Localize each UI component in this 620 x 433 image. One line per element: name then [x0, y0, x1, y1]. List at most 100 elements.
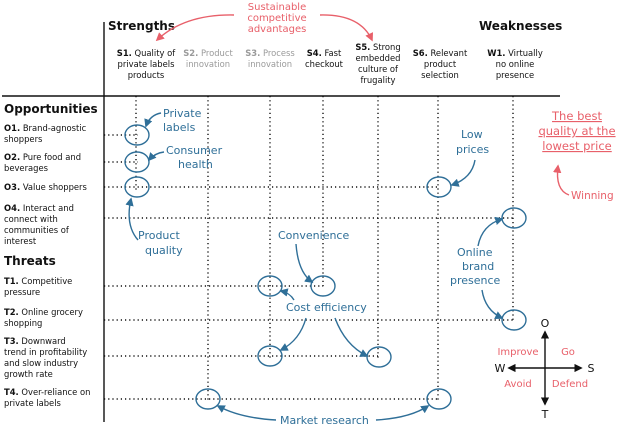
label-low-prices-2: prices: [456, 143, 489, 156]
row-t3: T3. Downward: [4, 336, 66, 346]
compass-defend: Defend: [552, 379, 588, 390]
weaknesses-header: Weaknesses: [479, 19, 562, 33]
row-t3-line4: growth rate: [4, 369, 53, 379]
label-product-quality: Product: [138, 229, 180, 242]
row-t3-line2: trend in profitability: [4, 347, 87, 357]
column-guides: [135, 96, 514, 400]
best-quality-note: The best quality at the lowest price Win…: [538, 109, 615, 202]
col-s1-line3: products: [128, 70, 165, 80]
row-t2-line2: shopping: [4, 318, 42, 328]
col-s3: S3. Process: [245, 48, 295, 58]
opportunity-rows: O1. Brand-agnostic shoppers O2. Pure foo…: [4, 123, 87, 246]
label-market-research: Market research: [280, 414, 369, 427]
col-s4-line2: checkout: [305, 59, 344, 69]
arrow-online-o4: [477, 216, 504, 247]
col-s6: S6. Relevant: [413, 48, 468, 58]
compass-w: W: [495, 362, 506, 375]
note-line-1: Sustainable: [248, 2, 306, 13]
row-t2: T2. Online grocery: [4, 307, 83, 317]
winning-arrow: [553, 164, 570, 196]
compass-s: S: [588, 362, 595, 375]
row-t4: T4. Over-reliance on: [4, 387, 90, 397]
arrow-cost-t3-left: [279, 317, 307, 351]
label-online-brand-2: brand: [462, 260, 494, 273]
opportunities-header: Opportunities: [4, 102, 98, 116]
row-o4-line3: communities of: [4, 225, 70, 235]
compass-avoid: Avoid: [504, 379, 531, 390]
marker-s2-t4: [195, 388, 221, 410]
marker-s1-o3: [124, 176, 150, 198]
marker-s3-t1: [257, 275, 283, 297]
marker-w1-t2: [501, 309, 527, 331]
threats-header: Threats: [4, 254, 56, 268]
label-cost-efficiency: Cost efficiency: [286, 301, 367, 314]
label-product-quality-2: quality: [145, 244, 183, 257]
col-s2: S2. Product: [183, 48, 233, 58]
label-consumer-health: Consumer: [166, 144, 223, 157]
col-s5-line2: embedded: [356, 53, 401, 63]
strengths-header: Strengths: [108, 19, 175, 33]
strategy-compass: O T W S Improve Go Avoid Defend: [495, 317, 595, 421]
row-o4: O4. Interact and: [4, 203, 74, 213]
arrow-online-t2: [481, 289, 504, 319]
row-o3: O3. Value shoppers: [4, 182, 87, 192]
label-convenience: Convenience: [278, 229, 349, 242]
row-o2-line2: beverages: [4, 163, 48, 173]
row-t1: T1. Competitive: [4, 276, 72, 286]
note-arrow-right: [319, 14, 373, 42]
marker-s1-o1: [124, 124, 150, 146]
label-private-labels: Private: [163, 107, 202, 120]
col-s2-line2: innovation: [186, 59, 230, 69]
row-t3-line3: and slow industry: [4, 358, 78, 368]
row-o1-line2: shoppers: [4, 134, 42, 144]
row-o4-line4: interest: [4, 236, 37, 246]
col-s1: S1. Quality of: [117, 48, 176, 58]
arrow-market-right: [375, 405, 430, 421]
best-quality-line-2: quality at the: [538, 124, 615, 138]
label-online-brand-3: presence: [450, 274, 501, 287]
label-low-prices: Low: [461, 128, 483, 141]
marker-s6-t4: [426, 388, 452, 410]
row-t1-line2: pressure: [4, 287, 40, 297]
compass-t: T: [541, 408, 549, 421]
col-s5: S5. Strong: [355, 42, 400, 52]
best-quality-line-3: lowest price: [542, 139, 612, 153]
arrow-low-prices: [450, 159, 476, 187]
col-s5-line3: culture of: [358, 64, 399, 74]
col-s5-line4: frugality: [360, 75, 395, 85]
marker-w1-o4: [501, 207, 527, 229]
col-w1: W1. Virtually: [487, 48, 543, 58]
column-headers: S1. Quality of private labels products S…: [117, 42, 543, 85]
note-line-3: advantages: [248, 24, 307, 35]
row-o1: O1. Brand-agnostic: [4, 123, 87, 133]
col-w1-line2: no online: [496, 59, 535, 69]
arrow-consumer-health: [147, 151, 165, 162]
compass-go: Go: [561, 347, 575, 358]
arrow-private-labels: [144, 112, 162, 128]
label-private-labels-2: labels: [163, 121, 196, 134]
arrow-product-quality: [125, 197, 139, 241]
arrow-market-left: [216, 405, 277, 421]
col-w1-line3: presence: [496, 70, 534, 80]
best-quality-line-1: The best: [551, 109, 602, 123]
sustainable-advantages-note: Sustainable competitive advantages: [155, 2, 373, 42]
row-o4-line2: connect with: [4, 214, 58, 224]
arrow-cost-t1: [279, 288, 295, 301]
winning-label: Winning: [571, 190, 614, 202]
note-arrow-left: [155, 14, 235, 42]
arrow-convenience: [295, 243, 314, 283]
label-online-brand: Online: [457, 246, 493, 259]
marker-s5-t3: [366, 346, 392, 368]
col-s6-line2: product: [424, 59, 457, 69]
marker-s1-o2: [124, 151, 150, 173]
note-line-2: competitive: [247, 13, 306, 24]
label-consumer-health-2: health: [178, 158, 213, 171]
col-s4: S4. Fast: [307, 48, 342, 58]
col-s1-line2: private labels: [118, 59, 175, 69]
compass-improve: Improve: [497, 347, 538, 358]
marker-s6-o3: [426, 176, 452, 198]
marker-s4-t1: [310, 275, 336, 297]
threat-rows: T1. Competitive pressure T2. Online groc…: [4, 276, 90, 408]
